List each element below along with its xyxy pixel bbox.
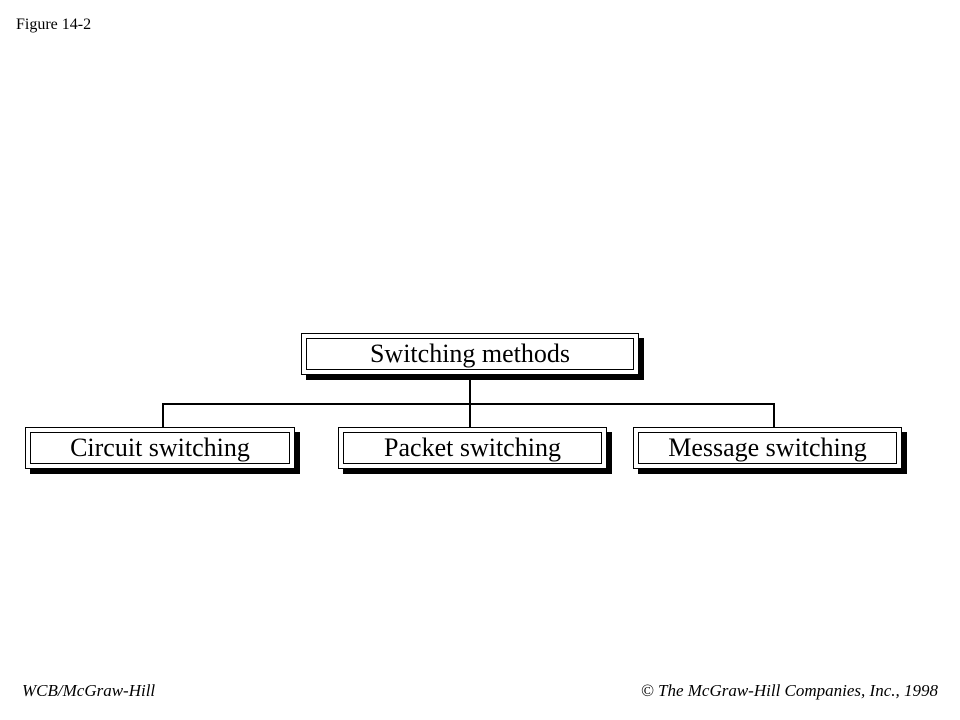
connector-center-drop xyxy=(469,403,471,428)
child-node-label: Packet switching xyxy=(343,432,602,464)
child-node-box-message: Message switching xyxy=(633,427,902,469)
connector-root-stem xyxy=(469,376,471,404)
copyright-footer: © The McGraw-Hill Companies, Inc., 1998 xyxy=(640,681,938,700)
connector-horizontal-bar xyxy=(162,403,775,405)
connector-left-drop xyxy=(162,403,164,428)
child-node-label: Circuit switching xyxy=(30,432,290,464)
root-node-label: Switching methods xyxy=(306,338,634,370)
child-node-label: Message switching xyxy=(638,432,897,464)
root-node-box: Switching methods xyxy=(301,333,639,375)
publisher-footer: WCB/McGraw-Hill xyxy=(22,681,156,700)
child-node-box-circuit: Circuit switching xyxy=(25,427,295,469)
child-node-box-packet: Packet switching xyxy=(338,427,607,469)
figure-label: Figure 14-2 xyxy=(16,16,92,33)
connector-right-drop xyxy=(773,403,775,428)
